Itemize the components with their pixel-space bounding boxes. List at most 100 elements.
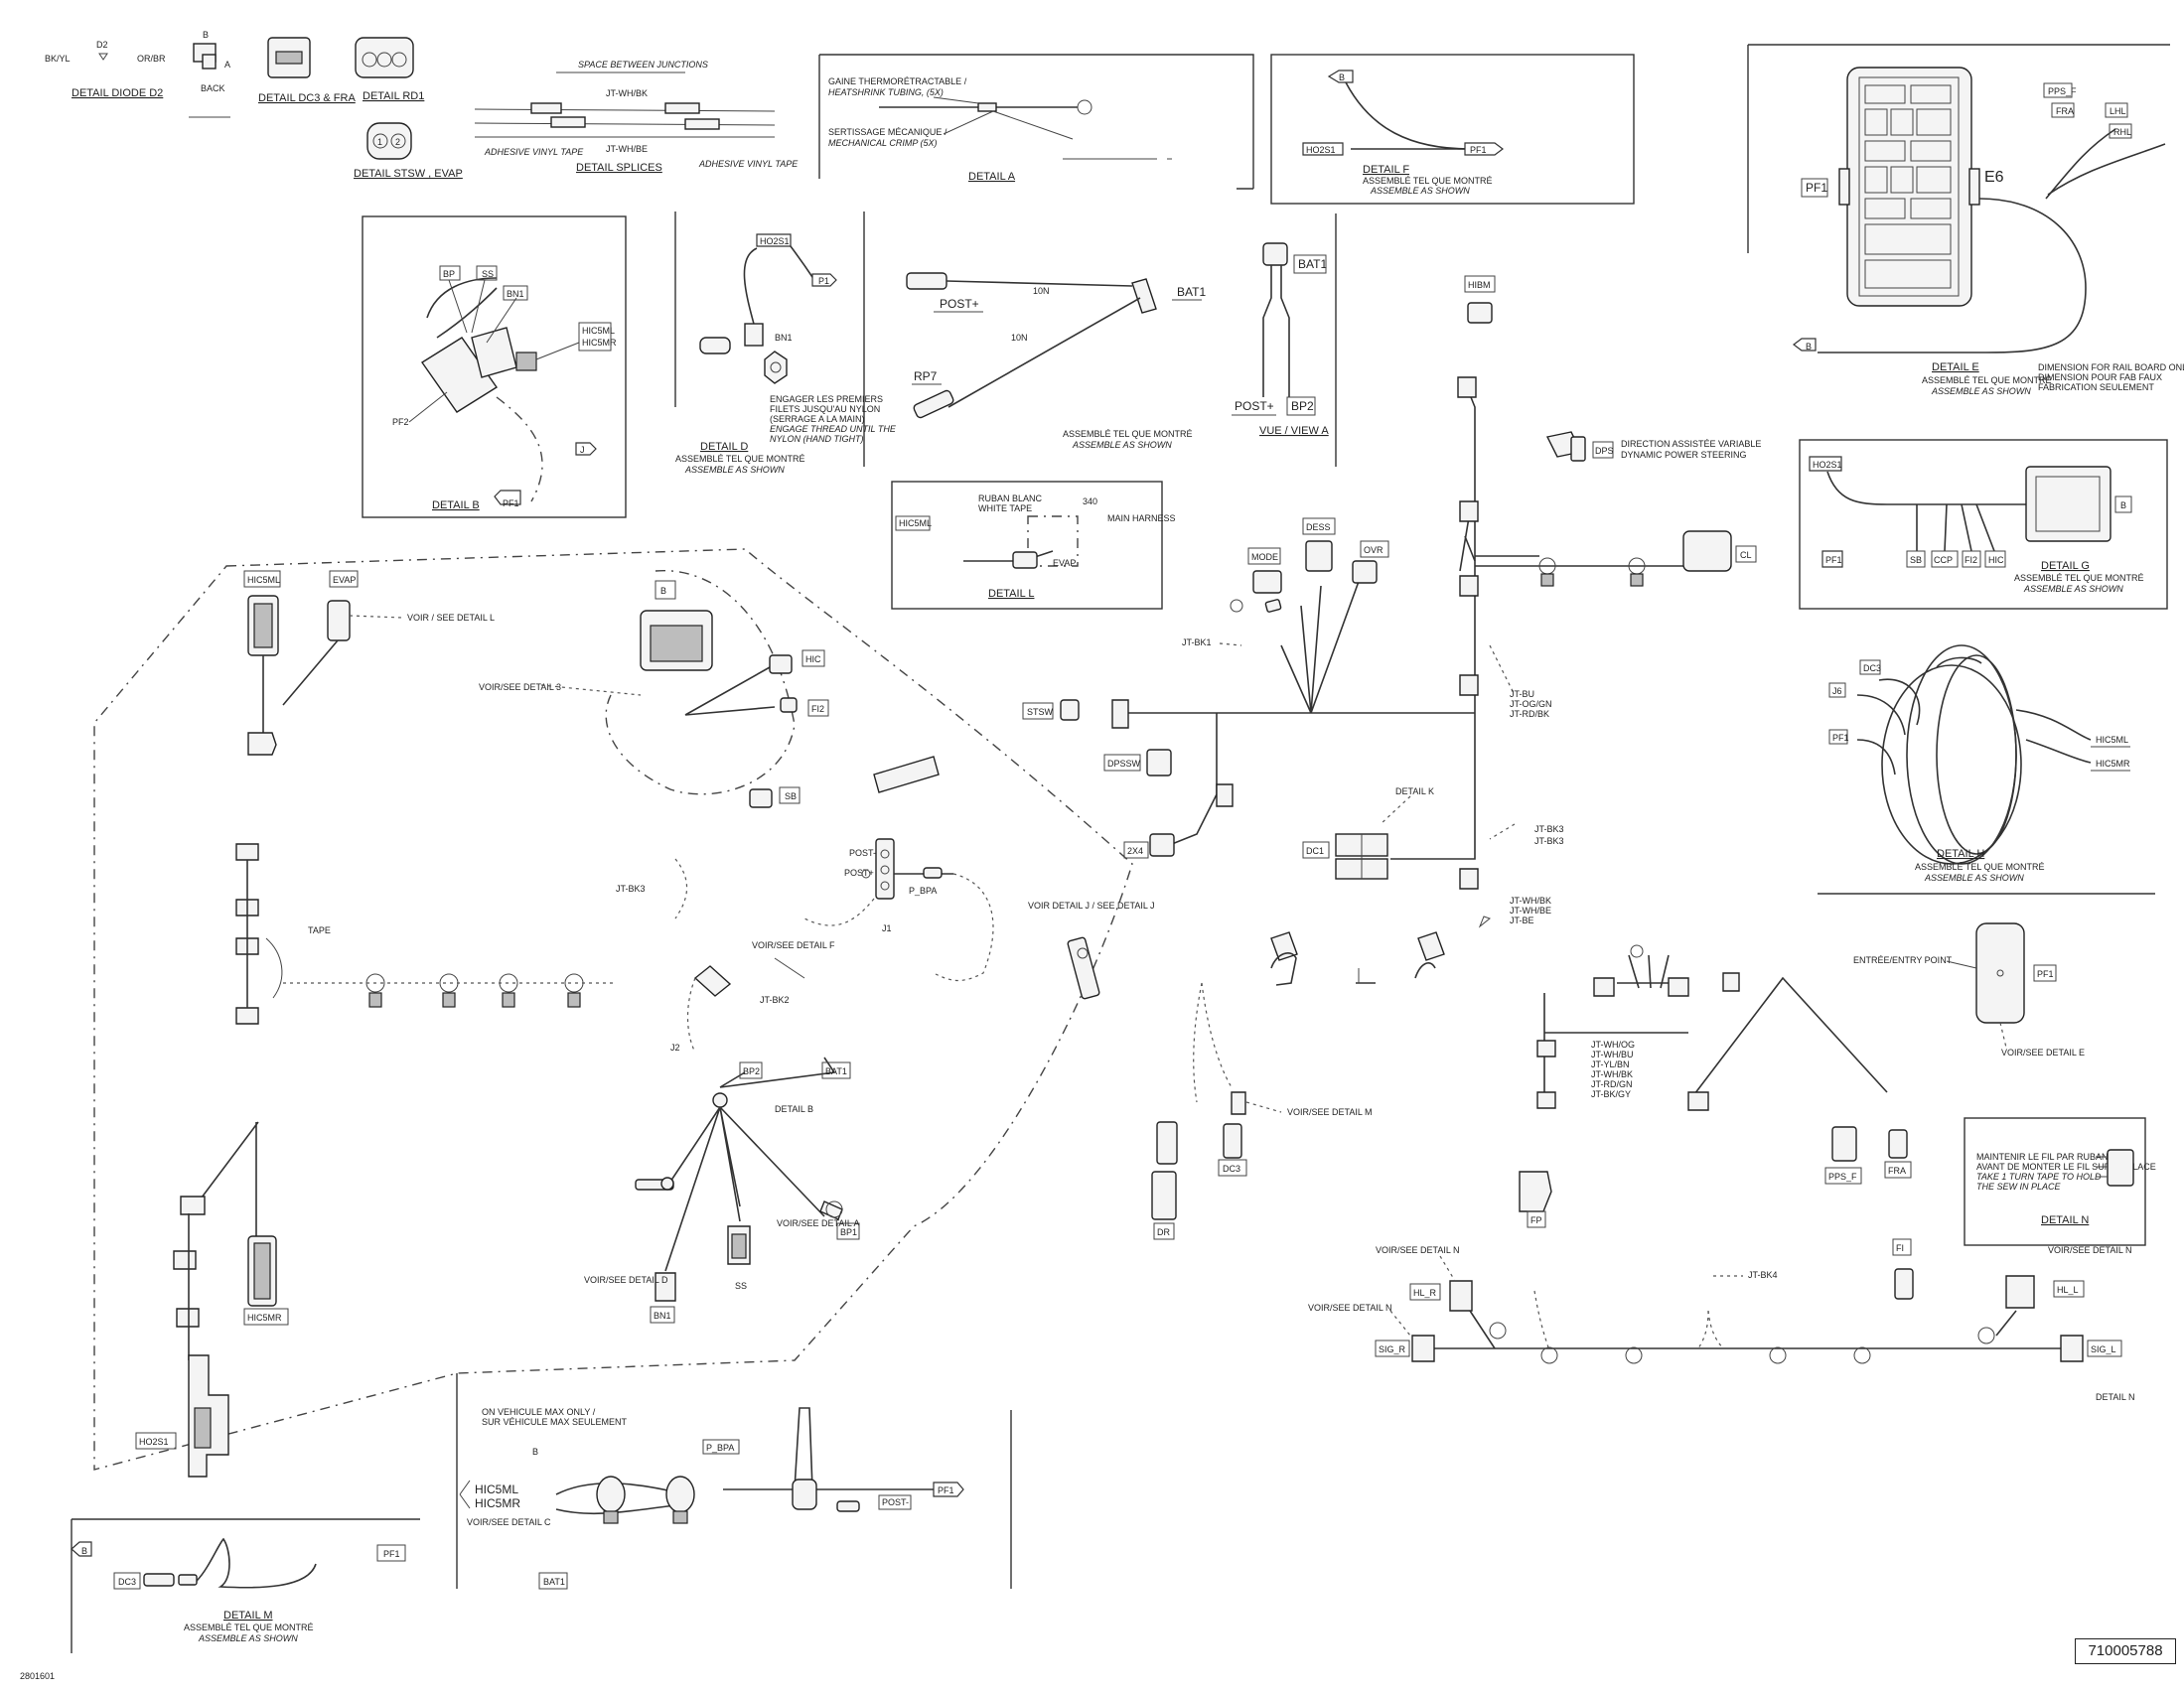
connector-label: OVR (1364, 545, 1383, 555)
detail-m: B DC3 PF1 DETAIL M ASSEMBLÉ TEL QUE MONT… (71, 1518, 420, 1653)
junction-label: JT-RD/BK (1510, 709, 1549, 719)
connector-label: EVAP (1053, 558, 1076, 568)
detail-subtitle: ASSEMBLE AS SHOWN (1370, 186, 1470, 196)
detail-title: DETAIL SPLICES (576, 162, 662, 174)
note-text: FABRICATION SEULEMENT (2038, 382, 2154, 392)
dimension-label: 10N (1011, 333, 1028, 343)
connector-icon (366, 122, 412, 160)
splice-label: JT-WH/BE (606, 144, 648, 154)
note-text: SERTISSAGE MÉCANIQUE / (828, 127, 947, 137)
detail-title: DETAIL L (988, 588, 1034, 600)
detail-subtitle: ASSEMBLE AS SHOWN (1924, 873, 2024, 883)
connector-label: SIG_L (2091, 1344, 2116, 1354)
connector-label: POST- (882, 1497, 909, 1507)
detail-n: MAINTENIR LE FIL PAR RUBAN AVANT DE MONT… (1964, 1117, 2156, 1246)
junction-label: JT-BK2 (760, 995, 790, 1005)
connector-label: HIC5MR (475, 1496, 520, 1510)
see-detail-label: VOIR/SEE DETAIL N (1376, 1245, 1460, 1255)
connector-icon (355, 37, 414, 78)
detail-title: BACK (201, 83, 225, 93)
connector-label: DC3 (118, 1577, 136, 1587)
see-detail-label: VOIR/SEE DETAIL M (1287, 1107, 1373, 1117)
connector-label: BAT1 (543, 1577, 565, 1587)
detail-subtitle: ASSEMBLÉ TEL QUE MONTRÉ (1915, 862, 2045, 872)
detail-f: B HO2S1 PF1 DETAIL F ASSEMBLÉ TEL QUE MO… (1270, 54, 1635, 205)
note-text: RUBAN BLANC (978, 494, 1043, 503)
connector-icon (2025, 466, 2111, 542)
note-text: SUR VÉHICULE MAX SEULEMENT (482, 1417, 628, 1427)
connector-label: PF2 (392, 417, 409, 427)
connector-label: J (580, 445, 585, 455)
splice-header: SPACE BETWEEN JUNCTIONS (578, 60, 708, 70)
connector-label: J1 (882, 923, 892, 933)
see-detail-label: DETAIL B (775, 1104, 813, 1114)
connector-label: HIC5ML (247, 575, 280, 585)
view-a: BAT1 POST+ BP2 VUE / VIEW A (1232, 242, 1329, 437)
main-harness-left: HIC5ML EVAP VOIR / SEE DETAIL L TAPE (93, 548, 1155, 1478)
junction-label: JT-BE (1510, 916, 1534, 925)
detail-subtitle: ASSEMBLÉ TEL QUE MONTRÉ (1063, 429, 1193, 439)
note-text: AVANT DE MONTER LE FIL SUR LE PLACE (1976, 1162, 2156, 1172)
connector-label: SB (1910, 555, 1922, 565)
connector-label: J6 (1832, 686, 1842, 696)
note-text: ENTRÉE/ENTRY POINT (1853, 955, 1953, 965)
connector-label: HIC5MR (582, 338, 617, 348)
connector-label: FRA (1888, 1166, 1906, 1176)
connector-label: HL_L (2057, 1285, 2079, 1295)
see-detail-label: DETAIL N (2096, 1392, 2135, 1402)
connector-label: BAT1 (1298, 257, 1327, 271)
note-text: ENGAGER LES PREMIERS (770, 394, 883, 404)
connector-label: PF1 (2037, 969, 2054, 979)
detail-title: DETAIL E (1932, 361, 1979, 373)
detail-title: VUE / VIEW A (1259, 425, 1329, 437)
connector-label: PF1 (1832, 733, 1849, 743)
detail-b: BP SS BN1 HIC5ML HIC5MR PF2 J PF1 DETAIL… (362, 215, 627, 518)
connector-label: HIBM (1468, 280, 1491, 290)
connector-label: CCP (1934, 555, 1953, 565)
detail-title: DETAIL A (968, 171, 1016, 183)
detail-subtitle: ASSEMBLE AS SHOWN (684, 465, 785, 475)
connector-icon (421, 337, 498, 413)
see-detail-label: VOIR/SEE DETAIL A (777, 1218, 860, 1228)
connector-label: HO2S1 (760, 236, 790, 246)
connector-label: BP1 (840, 1227, 857, 1237)
note-text: GAINE THERMORÉTRACTABLE / (828, 76, 967, 86)
connector-label: MODE (1251, 552, 1278, 562)
detail-title: DETAIL STSW , EVAP (354, 168, 463, 180)
connector-label: DC3 (1863, 663, 1881, 673)
detail-rd1: DETAIL RD1 (355, 37, 424, 102)
detail-subtitle: ASSEMBLÉ TEL QUE MONTRÉ (184, 1622, 314, 1632)
connector-label: STSW (1027, 707, 1054, 717)
detail-g: HO2S1 B PF1 SB CCP FI2 HIC DETAIL G ASSE… (1799, 439, 2168, 610)
junction-label: J2 (670, 1043, 680, 1053)
detail-dc3-fra: DETAIL DC3 & FRA (258, 37, 356, 104)
connector-label: HO2S1 (1813, 460, 1842, 470)
detail-subtitle: ASSEMBLÉ TEL QUE MONTRÉ (2014, 573, 2144, 583)
evap-connector: EVAP VOIR / SEE DETAIL L (327, 570, 495, 641)
connector-label: PF1 (1806, 181, 1827, 195)
connector-label: LHL (2110, 106, 2126, 116)
connector-label: B (1806, 342, 1812, 352)
b-relay-block: B VOIR/SEE DETAIL 3 HIC FI2 SB (479, 580, 829, 808)
connector-label: HO2S1 (139, 1437, 169, 1447)
connector-label: RP7 (914, 369, 938, 383)
diode-symbol-icon (98, 53, 108, 61)
splice-label: JT-WH/BK (606, 88, 648, 98)
note-text: THE SEW IN PLACE (1976, 1182, 2062, 1192)
connector-label: B (1339, 72, 1345, 82)
hic5ml-connector: HIC5ML (243, 570, 281, 656)
junction-label: JT-OG/GN (1510, 699, 1552, 709)
detail-title: DETAIL DIODE D2 (72, 87, 163, 99)
detail-subtitle: ASSEMBLE AS SHOWN (198, 1633, 298, 1643)
junction-label: JT-BK3 (1534, 836, 1564, 846)
detail-title: DETAIL DC3 & FRA (258, 92, 356, 104)
drawing-part-number: 710005788 (2075, 1638, 2176, 1664)
connector-label: SB (785, 791, 797, 801)
drawing-code: 2801601 (20, 1671, 56, 1681)
pin-label: A (224, 60, 230, 70)
connector-label: POST+ (844, 868, 874, 878)
tape-label: ADHESIVE VINYL TAPE (484, 147, 584, 157)
detail-subtitle: ASSEMBLÉ TEL QUE MONTRÉ (675, 454, 805, 464)
detail-h: DC3 J6 PF1 HIC5ML HIC5MR DETAIL H ASSEMB… (1818, 644, 2155, 895)
